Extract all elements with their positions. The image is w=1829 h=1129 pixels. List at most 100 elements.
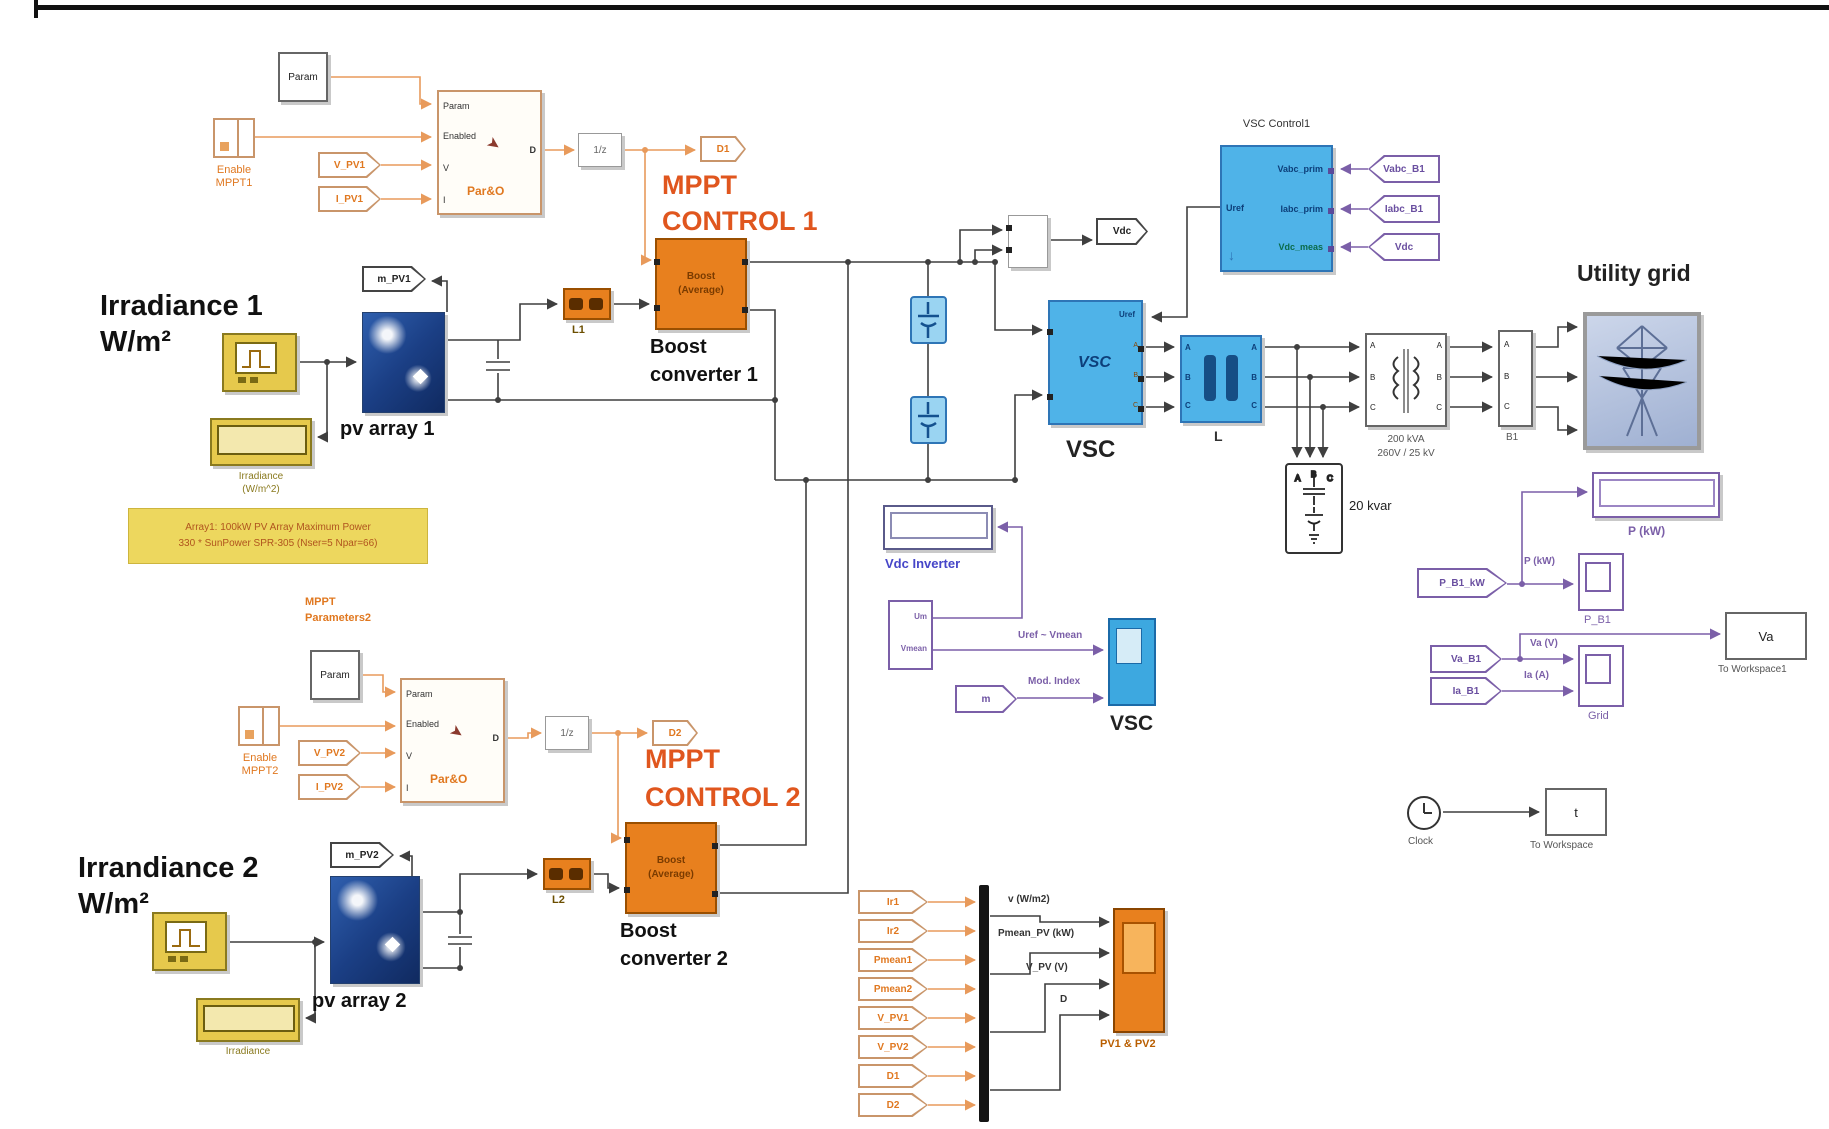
vsc-scope[interactable] [1108,618,1156,706]
inductor-icon [569,298,603,310]
dc-capacitor-2[interactable] [910,396,947,444]
vsc-control-block[interactable]: Uref Vabc_prim Iabc_prim Vdc_meas ↓ [1220,145,1334,272]
transformer-block[interactable]: A B C A B C [1365,333,1447,427]
mppt2-subsystem-name: Par&O [430,772,468,786]
irradiance2-signal-builder[interactable] [152,912,227,971]
transmission-tower-icon [1596,325,1688,437]
scope-screen [1116,628,1142,664]
vsc-port-b: B [1133,372,1138,379]
t-to-workspace-block[interactable]: t [1545,788,1607,836]
irradiance1-signal-builder[interactable] [222,333,297,392]
signal-builder-icon [235,342,277,383]
goto-tag-m-pv1[interactable]: m_PV1 [362,266,426,292]
b1-measure-block[interactable]: A B C [1498,330,1533,427]
boost2-caption-line2: converter 2 [620,948,728,970]
vdc-inverter-caption: Vdc Inverter [885,556,961,571]
param-block-1[interactable]: Param [278,52,328,102]
mux-2[interactable] [979,943,989,1006]
goto-tag-d2[interactable]: D2 [652,720,698,746]
vsc-control-port-uref: Uref [1226,203,1245,213]
from-tag-pmean1[interactable]: Pmean1 [858,948,928,972]
boost1-caption-line2: converter 1 [650,364,758,386]
xfmr-port-b-right: B [1436,373,1442,382]
unit-delay-1[interactable]: 1/z [578,133,622,167]
goto-tag-vdc[interactable]: Vdc [1096,218,1148,245]
goto-tag-m-pv2[interactable]: m_PV2 [330,842,394,868]
dc-capacitor-1[interactable] [910,296,947,344]
from-tag-i-pv2[interactable]: I_PV2 [298,774,361,800]
port-d: D [492,733,500,743]
from-tag-i-pv1[interactable]: I_PV1 [318,186,381,212]
clock-caption: Clock [1408,836,1434,847]
irradiance2-display[interactable] [196,998,300,1042]
from-tag-v-pv2[interactable]: V_PV2 [298,740,361,766]
scope-screen [1122,922,1156,974]
boost-converter2-block[interactable]: Boost(Average) [624,822,718,914]
p-kw-display-caption: P (kW) [1628,524,1666,538]
xfmr-port-a-right: A [1436,341,1442,350]
mux-1[interactable] [979,885,989,948]
enable-icon [262,708,264,744]
vsc-block[interactable]: Uref VSC A B C [1047,300,1144,425]
display-screen [203,1005,295,1032]
from-tag-p-b1-kw[interactable]: P_B1_kW [1417,568,1507,598]
l-port-a-right: A [1251,343,1257,352]
clock-block[interactable] [1405,794,1443,832]
vsc-caption: VSC [1066,436,1116,463]
grid-scope[interactable] [1578,645,1624,707]
unit-delay-2[interactable]: 1/z [545,716,589,750]
signal-selector-block[interactable]: Um Vmean [888,600,933,670]
from-tag-d1-b[interactable]: D1 [858,1064,928,1088]
xfmr-port-b-left: B [1370,373,1376,382]
boost-converter1-block[interactable]: Boost(Average) [654,238,748,330]
param-block-2[interactable]: Param [310,650,360,700]
from-tag-vdc[interactable]: Vdc [1368,233,1440,261]
port-v: V [443,163,450,173]
from-tag-ir2[interactable]: Ir2 [858,919,928,943]
pv1-pv2-scope[interactable] [1113,908,1165,1033]
va-to-workspace-caption: To Workspace1 [1718,664,1787,675]
from-tag-v-pv1-b[interactable]: V_PV1 [858,1006,928,1030]
mppt1-subsystem[interactable]: Param Enabled V I D ➤ Par&O [437,90,542,215]
l-port-a-left: A [1185,343,1191,352]
mppt1-title-line2: CONTROL 1 [662,206,818,236]
irradiance1-display[interactable] [210,418,312,466]
vdc-measurement-block[interactable] [1006,215,1048,268]
p-kw-display[interactable] [1592,472,1720,518]
utility-grid-block[interactable] [1583,312,1701,450]
goto-tag-d1[interactable]: D1 [700,136,746,162]
l-filter-caption: L [1214,428,1223,444]
svg-text:A: A [1295,474,1301,483]
from-tag-v-pv1[interactable]: V_PV1 [318,152,381,178]
mux-4[interactable] [979,1059,989,1122]
p-b1-scope[interactable] [1578,553,1624,611]
enable-mppt2-block[interactable] [238,706,280,746]
inductor-l1[interactable] [563,288,611,320]
inductor-l2[interactable] [543,858,591,890]
from-tag-vabc-b1[interactable]: Vabc_B1 [1368,155,1440,183]
enable-icon [237,120,239,156]
boost2-caption-line1: Boost [620,920,677,942]
grid-scope-caption: Grid [1588,710,1609,722]
l-filter-block[interactable]: A B C A B C [1180,335,1262,423]
vsc-scope-caption: VSC [1110,712,1154,735]
pv-array1-block[interactable] [362,312,445,413]
pv-array2-block[interactable] [330,876,420,984]
from-tag-v-pv2-b[interactable]: V_PV2 [858,1035,928,1059]
va-to-workspace-block[interactable]: Va [1725,612,1807,660]
enable-mppt1-block[interactable] [213,118,255,158]
from-tag-pmean2[interactable]: Pmean2 [858,977,928,1001]
port-enabled: Enabled [406,719,440,729]
from-tag-ia-b1[interactable]: Ia_B1 [1430,677,1502,705]
from-tag-d2-b[interactable]: D2 [858,1093,928,1117]
from-tag-ir1[interactable]: Ir1 [858,890,928,914]
pv-glint [412,368,429,385]
vdc-inverter-display[interactable] [883,505,993,550]
mppt2-subsystem[interactable]: Param Enabled V I D ➤ Par&O [400,678,505,803]
from-tag-iabc-b1[interactable]: Iabc_B1 [1368,195,1440,223]
from-tag-va-b1[interactable]: Va_B1 [1430,645,1502,673]
from-tag-m[interactable]: m [955,685,1017,713]
mux-3[interactable] [979,1001,989,1064]
